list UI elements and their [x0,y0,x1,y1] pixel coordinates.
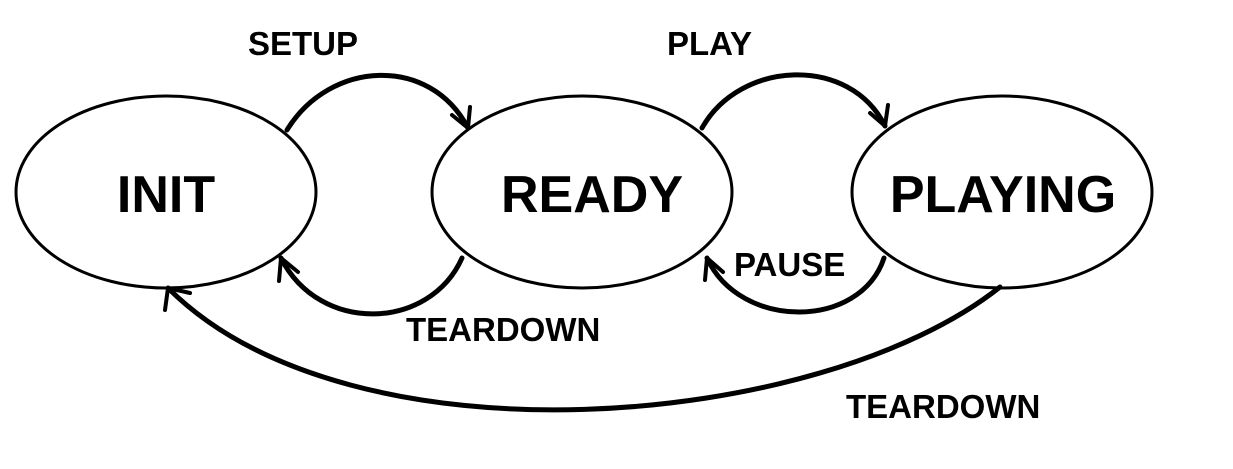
state-ready: READY [430,94,734,290]
transition-teardown-ready: TEARDOWN [277,255,600,348]
play-arrowhead [868,103,890,128]
state-ready-ellipse [430,94,734,290]
setup-arrowhead [450,105,472,130]
pause-label: PAUSE [734,246,845,283]
setup-label: SETUP [248,25,358,62]
play-label: PLAY [667,25,752,62]
teardown-ready-arrow [278,255,465,317]
state-init-label: INIT [117,166,215,224]
transition-play: PLAY [667,25,890,131]
teardown-playing-arrowhead [163,286,192,312]
pause-arrow [704,255,887,315]
transition-pause: PAUSE [703,246,887,315]
state-playing-label: PLAYING [890,166,1116,224]
play-arrow [699,72,888,131]
transition-teardown-playing: TEARDOWN [163,284,1040,425]
teardown-playing-arrow [165,284,1003,413]
pause-arrowhead [703,256,725,282]
teardown-ready-arrowhead [277,256,300,283]
state-init: INIT [14,94,318,290]
teardown-ready-label: TEARDOWN [406,311,600,348]
state-ready-label: READY [501,166,683,224]
setup-arrow [284,72,471,133]
state-playing: PLAYING [850,94,1154,290]
transition-setup: SETUP [248,25,472,133]
teardown-playing-label: TEARDOWN [846,388,1040,425]
